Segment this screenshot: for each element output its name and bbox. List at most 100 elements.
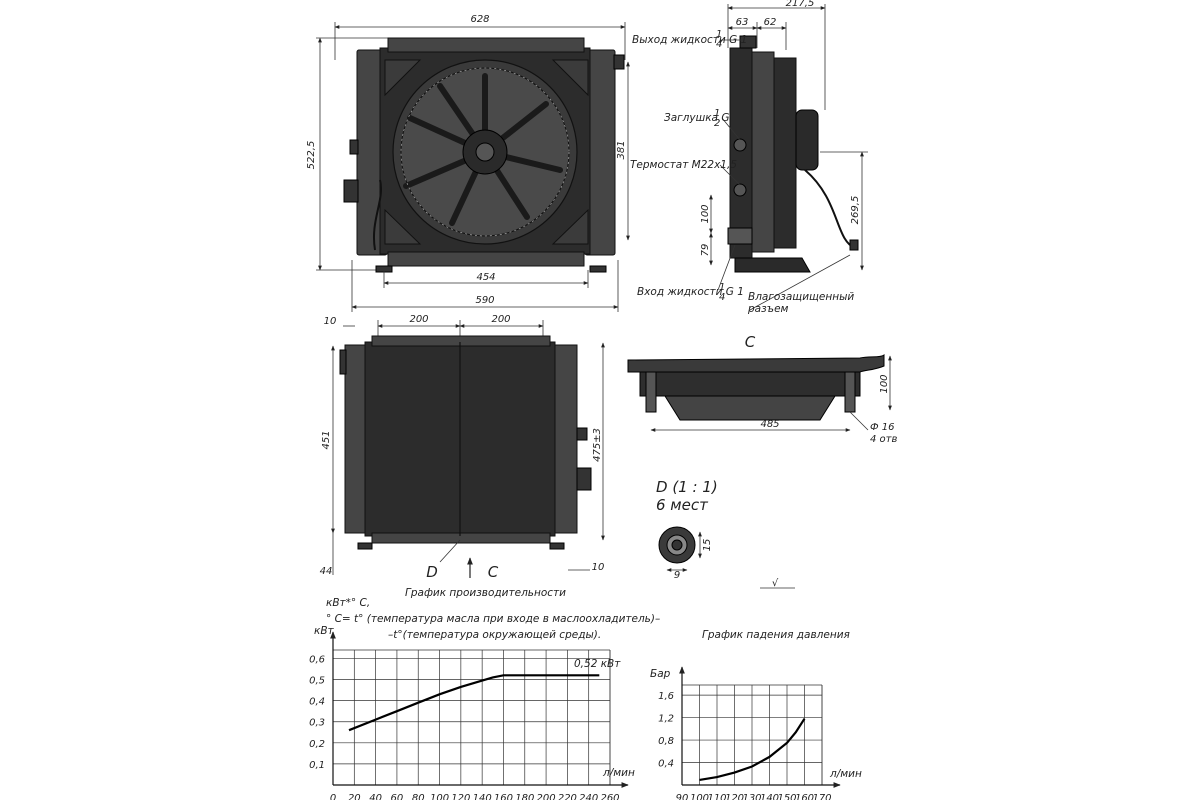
detail-title-2: 6 мест [656,496,709,514]
top-view: C 485 100 Ф 16 4 отв [627,333,897,445]
dim-front-381: 381 [616,140,627,159]
dim-side-269: 269,5 [850,196,861,225]
dim-side-100: 100 [700,204,711,223]
front-view: 628 522,5 381 [306,14,630,312]
chart1-title: График производительности [405,587,566,599]
side-view: 217,5 63 62 Выход жидкости G 1 1 4 Заглу… [630,0,868,315]
chart1-x-tick: 180 [515,793,534,800]
chart1-x-tick: 80 [412,793,425,800]
chart1-x-tick: 20 [348,793,361,800]
dim-top-485: 485 [760,419,779,430]
chart1-x-tick: 260 [600,793,619,800]
label-plug: Заглушка G [664,112,729,124]
label-hole-1: Ф 16 [870,422,895,433]
chart2-y-tick: 1,6 [658,691,674,702]
dim-front-590: 590 [475,295,494,306]
label-connector-1: Влагозащищенный [748,291,854,303]
chart2-grid [679,666,841,788]
chart1-x-tick: 120 [451,793,470,800]
detail-d: D (1 : 1) 6 мест 15 9 √ [656,478,795,589]
dim-back-44: 44 [320,566,333,577]
outlet-frac-den: 4 [716,39,722,50]
chart1-y-tick: 0,1 [309,760,325,771]
chart1-y-tick: 0,2 [309,739,325,750]
plug-frac-num: 1 [714,108,720,119]
dim-side-63: 63 [736,17,749,28]
dim-back-475: 475±3 [592,428,603,462]
chart1-x-tick: 100 [430,793,449,800]
label-inlet: Вход жидкости G 1 [637,286,744,298]
chart1-x-tick: 40 [369,793,382,800]
chart2-title: График падения давления [702,629,850,641]
chart1-x-tick: 160 [494,793,513,800]
dim-side-62: 62 [764,17,777,28]
chart1-y-tick: 0,4 [309,697,325,708]
chart1-grid [330,631,629,788]
chart1-ylabel: кВт [314,625,335,637]
chart1-legend-2: ° С= t° (температура масла при входе в м… [326,613,660,625]
inlet-frac-den: 4 [719,292,725,303]
chart1-x-tick: 240 [579,793,598,800]
dim-side-217: 217,5 [786,0,815,9]
chart2-x-tick: 120 [725,793,744,800]
dim-back-200-b: 200 [491,314,510,325]
chart1-xlabel: л/мин [602,767,635,779]
chart1-x-tick: 0 [330,793,336,800]
mark-d: D [426,563,438,581]
chart2-x-tick: 100 [690,793,709,800]
top-mark-c: C [745,333,756,351]
inlet-frac-num: 1 [719,282,725,293]
plug-frac-den: 2 [714,118,720,129]
dim-back-10-bottom: 10 [592,562,605,573]
label-thermostat: Термостат М22х1,5 [630,159,737,171]
dim-back-10-top: 10 [324,316,337,327]
dim-detail-9: 9 [674,570,680,581]
dim-front-522: 522,5 [306,141,317,170]
chart1-y-tick: 0,5 [309,676,325,687]
dim-back-451: 451 [321,430,332,449]
chart2-curve [699,718,806,781]
back-view: 10 200 200 451 475±3 44 10 D C [320,314,605,581]
chart1-legend-3: –t°(температура окружающей среды). [388,629,601,641]
performance-chart: График производительности кВт*° С, ° С= … [309,587,660,800]
chart1-x-tick: 220 [558,793,577,800]
chart1-y-tick: 0,6 [309,654,325,665]
dim-side-79: 79 [700,244,711,257]
dim-front-454: 454 [476,272,495,283]
chart1-y-tick: 0,3 [309,718,325,729]
chart2-x-tick: 160 [795,793,814,800]
chart2-x-tick: 140 [760,793,779,800]
chart1-x-tick: 200 [537,793,556,800]
chart1-annotation: 0,52 кВт [574,658,621,670]
chart2-x-tick: 90 [676,793,689,800]
mark-c: C [488,563,499,581]
detail-title-1: D (1 : 1) [656,478,718,496]
dim-back-200-a: 200 [409,314,428,325]
chart2-x-tick: 110 [707,793,726,800]
label-outlet: Выход жидкости G 1 [632,34,747,46]
chart1-legend-1: кВт*° С, [326,597,370,609]
label-connector-2: разъем [747,303,789,315]
chart2-xlabel: л/мин [829,768,862,780]
chart2-ylabel: Бар [650,668,671,680]
dim-front-628: 628 [470,14,489,25]
chart2-y-tick: 1,2 [658,714,674,725]
chart2-x-tick: 150 [777,793,796,800]
chart2-y-tick: 0,4 [658,759,674,770]
outlet-frac-num: 1 [716,29,722,40]
chart1-y-ticks: 0,1 0,2 0,3 0,4 0,5 0,6 [309,654,325,770]
label-hole-2: 4 отв [870,434,897,445]
chart1-curve [348,674,600,732]
roughness-mark: √ [772,578,779,589]
chart2-y-tick: 0,8 [658,736,674,747]
chart2-x-tick: 170 [812,793,831,800]
chart1-x-tick: 140 [473,793,492,800]
dim-detail-15: 15 [702,539,713,552]
chart2-y-ticks: 0,4 0,8 1,2 1,6 [658,691,674,769]
dim-top-100: 100 [879,374,890,393]
chart1-x-tick: 60 [391,793,404,800]
